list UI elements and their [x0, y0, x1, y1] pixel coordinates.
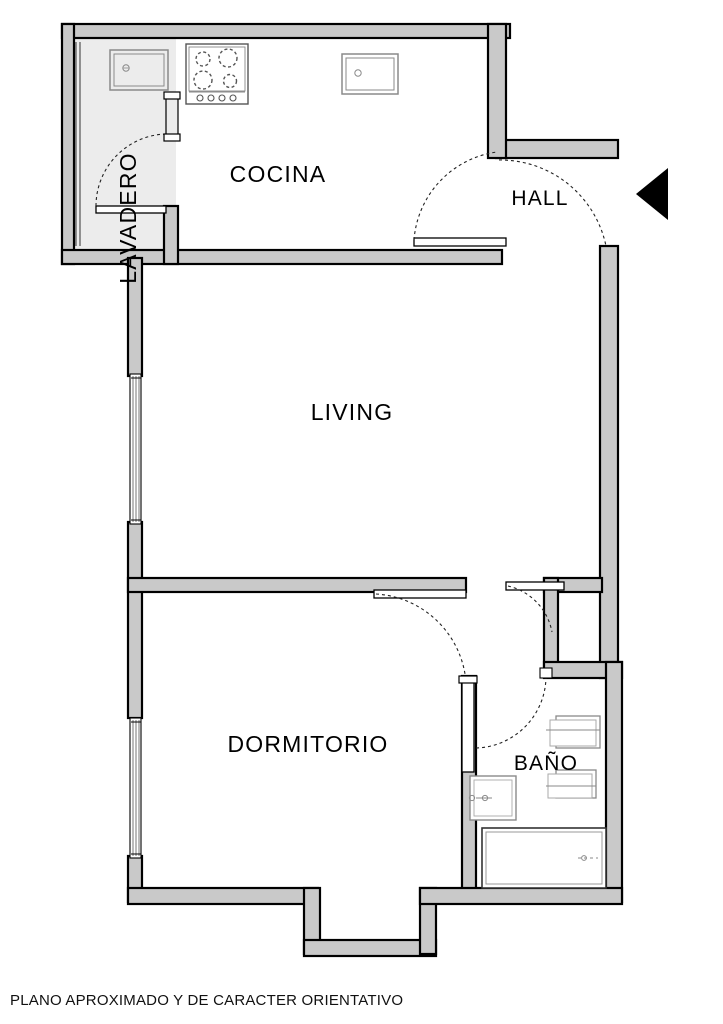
wall-right-cocina	[486, 22, 508, 160]
wall-top-exterior	[60, 22, 512, 40]
room-fill-living	[136, 258, 604, 578]
window-living	[129, 373, 142, 525]
wall-living-dormitorio-divider	[126, 576, 468, 594]
door-lavadero	[95, 91, 181, 214]
wall-bano-right	[604, 660, 624, 904]
doors	[95, 91, 607, 773]
wall-alcove-bottom	[302, 938, 438, 958]
wall-laundry-divider	[162, 204, 180, 266]
door-cocina	[413, 151, 507, 247]
wall-bano-corridor-left	[542, 576, 560, 668]
wall-bottom-right	[418, 886, 624, 906]
room-labels: COCINA HALL LIVING DORMITORIO BAÑO LAVAD…	[115, 152, 578, 775]
wall-hall-top	[494, 138, 620, 160]
room-label-hall: HALL	[511, 187, 568, 210]
toilet	[546, 715, 601, 749]
bidet	[546, 769, 597, 799]
bathroom-sink	[468, 775, 517, 821]
wall-right-living	[598, 244, 620, 680]
window-lavadero	[75, 42, 81, 246]
wall-left-living-middle	[126, 520, 144, 720]
room-label-bano: BAÑO	[514, 751, 578, 775]
door-bano	[475, 667, 553, 749]
laundry-sink	[109, 49, 169, 91]
door-hall-closet	[505, 581, 565, 633]
window-dormitorio	[129, 717, 142, 859]
windows	[75, 42, 142, 859]
wall-bottom-left	[126, 886, 320, 906]
stove	[185, 43, 249, 105]
entrance-arrow	[636, 168, 668, 220]
plan-caption: PLANO APROXIMADO Y DE CARACTER ORIENTATI…	[10, 992, 404, 1009]
fixtures	[109, 43, 607, 889]
door-entrance	[498, 159, 607, 247]
wall-left-laundry	[60, 22, 76, 266]
room-label-living: LIVING	[311, 399, 394, 425]
room-label-cocina: COCINA	[230, 161, 327, 187]
bathtub	[481, 827, 607, 889]
door-dormitorio	[373, 589, 478, 773]
room-label-dormitorio: DORMITORIO	[227, 731, 388, 757]
room-label-lavadero: LAVADERO	[115, 152, 141, 283]
kitchen-sink	[341, 53, 399, 95]
room-fill-dormitorio	[136, 590, 466, 890]
